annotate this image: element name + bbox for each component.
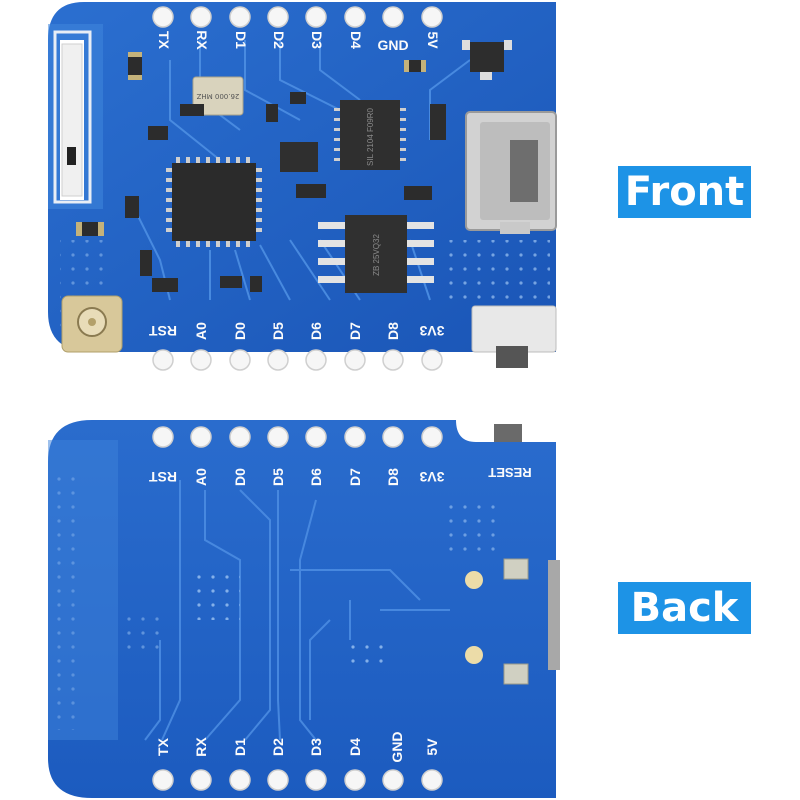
front-pin-top-4: D3 — [309, 31, 325, 49]
crystal-text: 26.000 MHZ — [196, 92, 239, 100]
crystal — [192, 76, 244, 116]
reset-label: RESET — [488, 465, 531, 480]
front-board: 26.000 MHZ SIL 2104 F09R0 ZB 25VQ32 — [48, 2, 557, 371]
regulator — [470, 42, 504, 72]
mcu-chip — [172, 163, 256, 241]
back-pcb — [48, 420, 556, 798]
antenna-trace — [53, 30, 92, 204]
back-pin-top-2: D0 — [232, 468, 248, 486]
small-chip — [280, 142, 318, 172]
front-pin-top-7: 5V — [425, 31, 441, 49]
front-pin-top-6: GND — [377, 37, 408, 53]
back-pin-bottom-3: D2 — [270, 738, 286, 756]
front-pin-top-5: D4 — [348, 31, 364, 49]
back-pin-bottom-0: TX — [155, 737, 171, 756]
usb-chip-text: SIL 2104 F09R0 — [366, 107, 375, 166]
back-pin-top-5: D7 — [347, 468, 363, 486]
back-label: Back — [618, 582, 751, 634]
back-pin-top-0: RST — [149, 469, 177, 485]
back-pin-top-4: D6 — [308, 468, 324, 486]
front-pin-bottom-4: D6 — [308, 322, 324, 340]
back-pin-bottom-4: D3 — [308, 738, 324, 756]
front-pin-bottom-1: A0 — [193, 322, 209, 340]
front-pin-top-1: RX — [194, 30, 210, 50]
flash-chip — [345, 215, 407, 293]
back-pin-bottom-2: D1 — [232, 738, 248, 756]
back-pin-top-6: D8 — [385, 468, 401, 486]
back-board: RESET RST A0 D0 D5 D6 D7 D8 3V3 TX RX D1… — [48, 420, 560, 798]
back-pin-top-1: A0 — [193, 468, 209, 486]
back-pin-bottom-7: 5V — [424, 738, 440, 756]
back-pin-bottom-1: RX — [193, 737, 209, 757]
back-pin-top-7: 3V3 — [419, 469, 444, 485]
flash-chip-text: ZB 25VQ32 — [372, 234, 381, 276]
reset-button — [471, 305, 557, 353]
front-pin-bottom-6: D8 — [385, 322, 401, 340]
front-pin-top-3: D2 — [271, 31, 287, 49]
back-pin-bottom-5: D4 — [347, 738, 363, 756]
diode — [430, 104, 446, 140]
front-pin-bottom-5: D7 — [347, 322, 363, 340]
usb-serial-chip — [340, 100, 400, 170]
front-pin-bottom-7: 3V3 — [419, 323, 444, 339]
front-pin-top-2: D1 — [233, 31, 249, 49]
front-pin-bottom-3: D5 — [270, 322, 286, 340]
back-pin-top-3: D5 — [270, 468, 286, 486]
back-pin-bottom-6: GND — [389, 731, 405, 762]
front-label: Front — [618, 166, 751, 218]
front-pin-bottom-2: D0 — [232, 322, 248, 340]
front-pin-top-0: TX — [156, 31, 172, 50]
front-pin-bottom-0: RST — [149, 323, 177, 339]
